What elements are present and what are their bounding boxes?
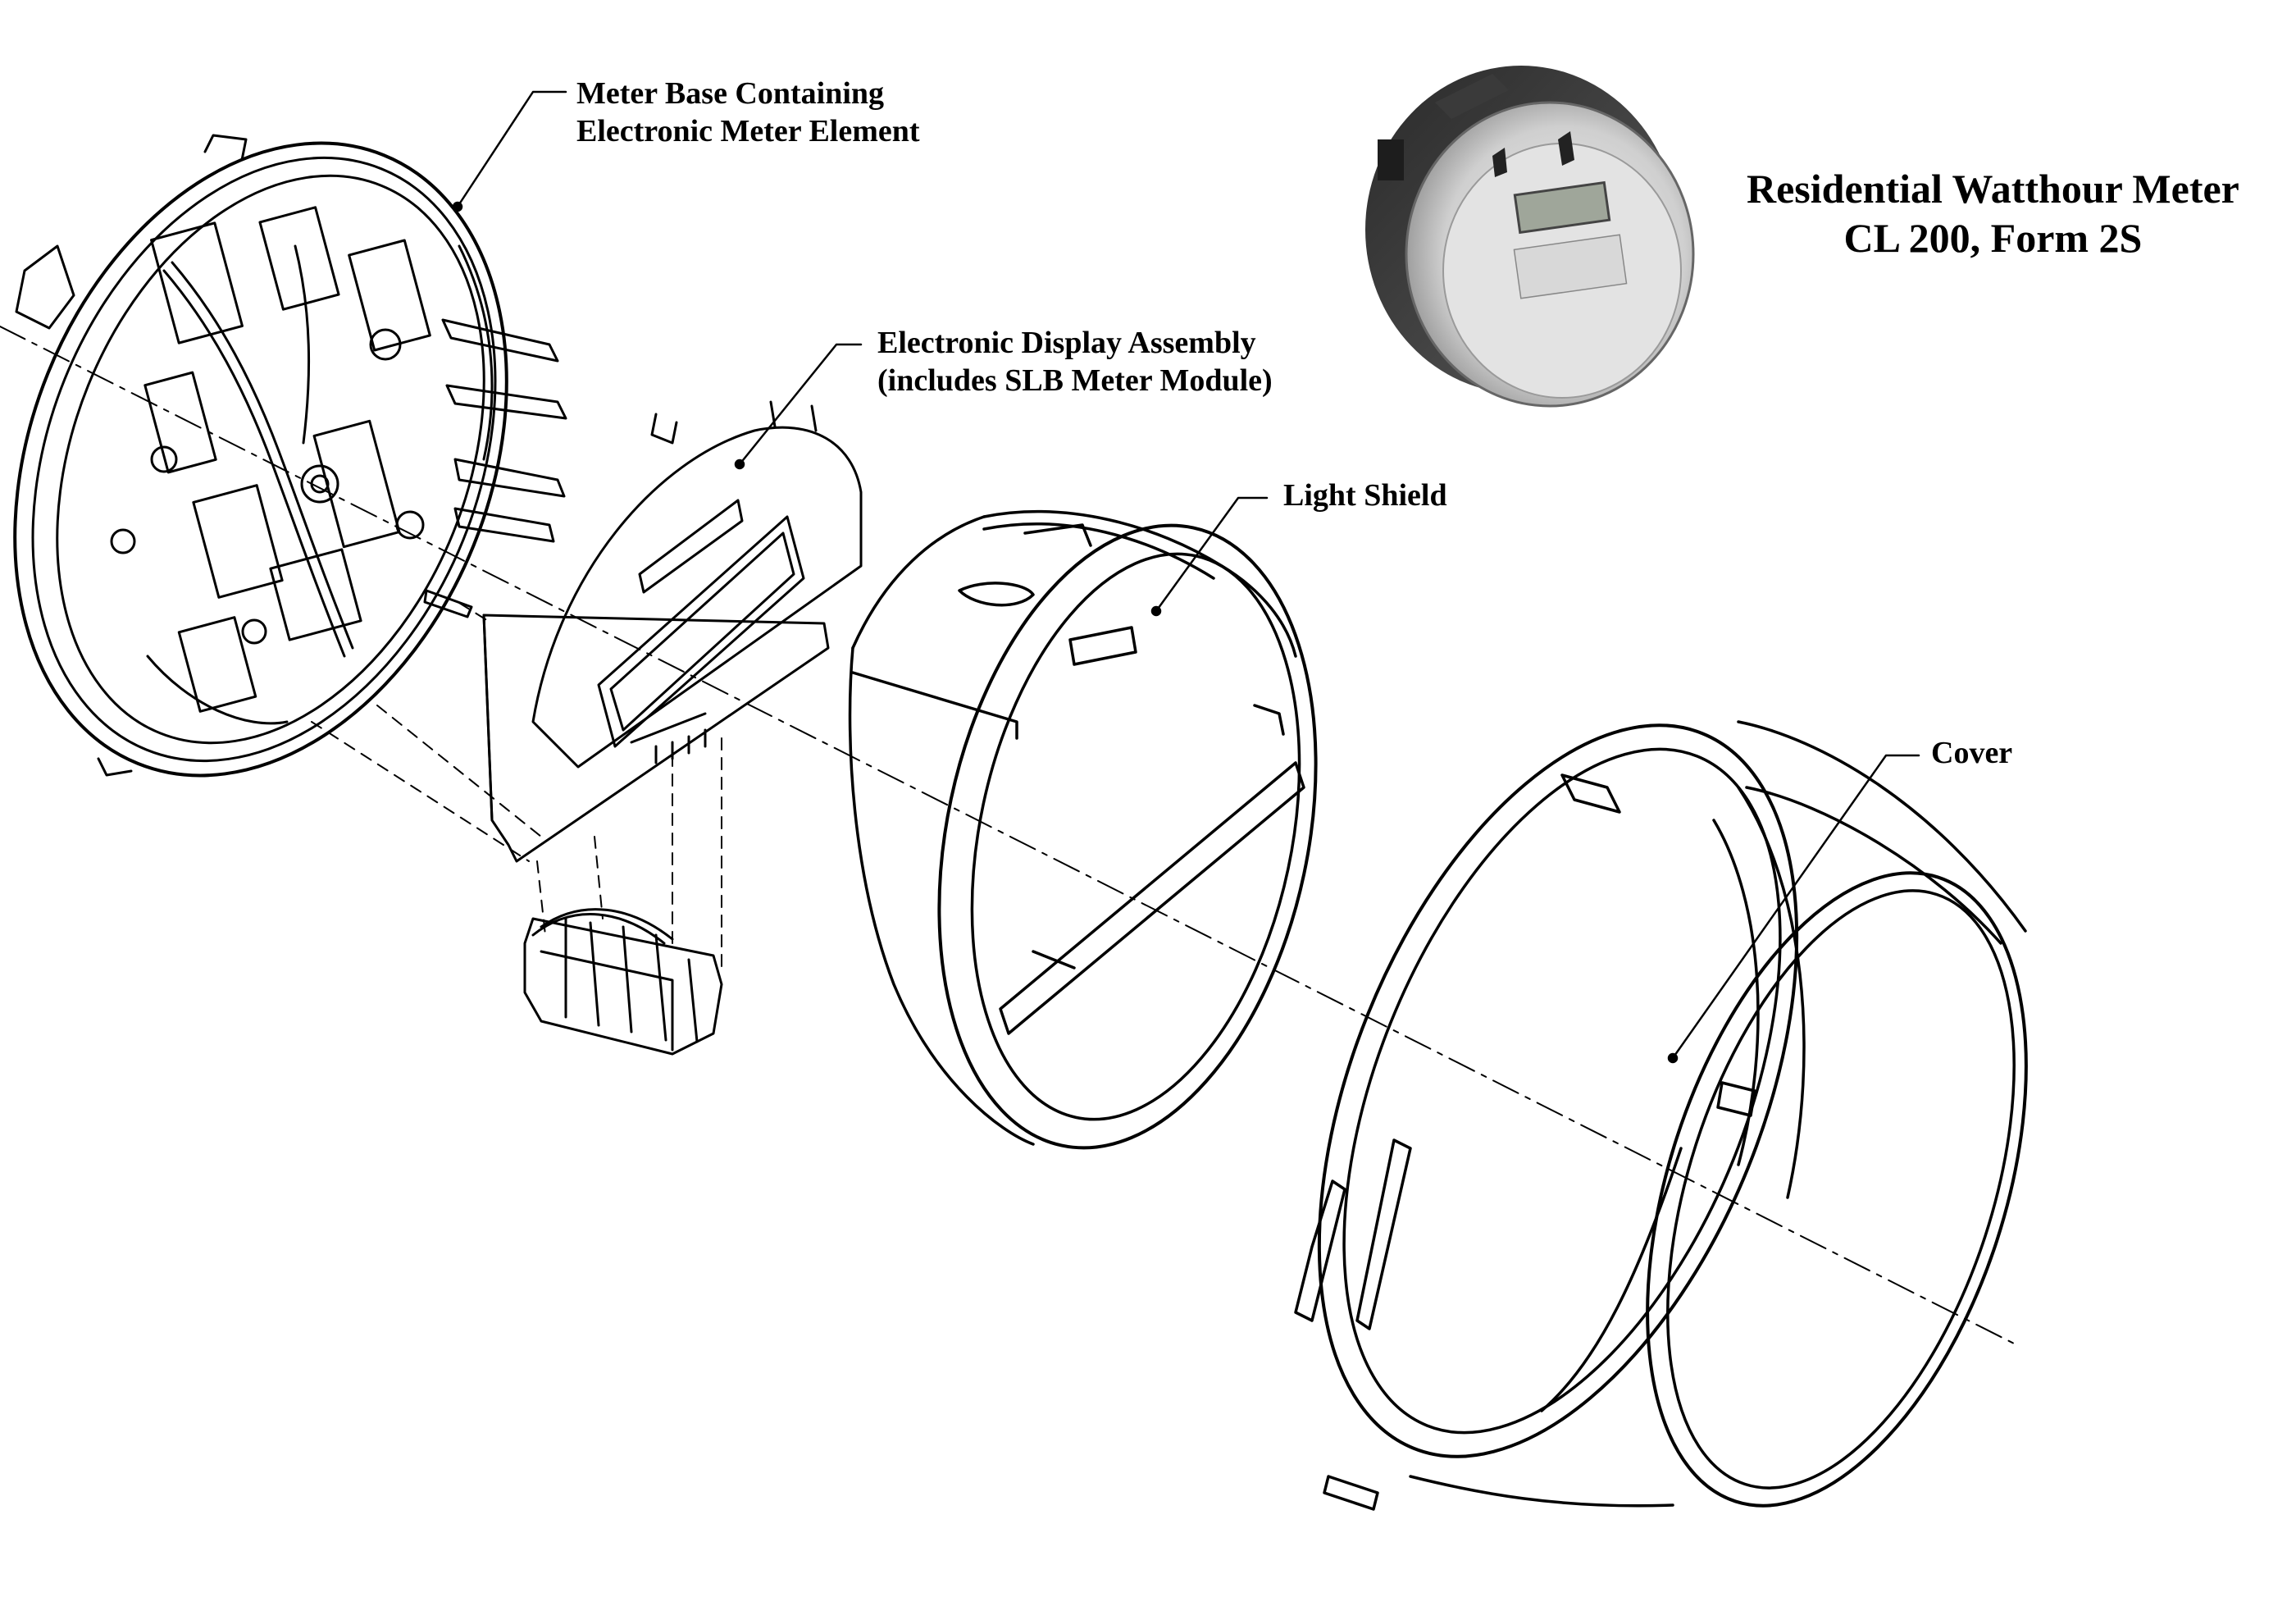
display-assembly-part xyxy=(482,400,863,863)
callout-leaders xyxy=(452,90,1920,1064)
figure-title: Residential Watthour Meter CL 200, Form … xyxy=(1747,164,2239,262)
title-line-1: Residential Watthour Meter xyxy=(1747,166,2239,212)
display-assembly-label-line-2: (includes SLB Meter Module) xyxy=(877,363,1273,398)
connector-part xyxy=(523,908,723,1056)
light-shield-label: Light Shield xyxy=(1283,478,1447,513)
light-shield-part xyxy=(848,509,1318,1150)
meter-base-label-line-2: Electronic Meter Element xyxy=(576,113,920,148)
meter-base-label-line-1: Meter Base Containing xyxy=(576,76,885,111)
center-axis xyxy=(0,326,2018,1346)
display-assembly-label-line-1: Electronic Display Assembly xyxy=(877,326,1256,360)
cover-label: Cover xyxy=(1931,736,2013,770)
meter-base-part xyxy=(13,134,567,778)
title-line-2: CL 200, Form 2S xyxy=(1843,215,2143,261)
assembly-guide-lines xyxy=(311,602,722,969)
meter-base-label: Meter Base Containing Electronic Meter E… xyxy=(576,75,920,150)
meter-photo xyxy=(1365,66,1695,408)
display-assembly-label: Electronic Display Assembly (includes SL… xyxy=(877,325,1273,399)
cover-part xyxy=(1294,720,2028,1511)
